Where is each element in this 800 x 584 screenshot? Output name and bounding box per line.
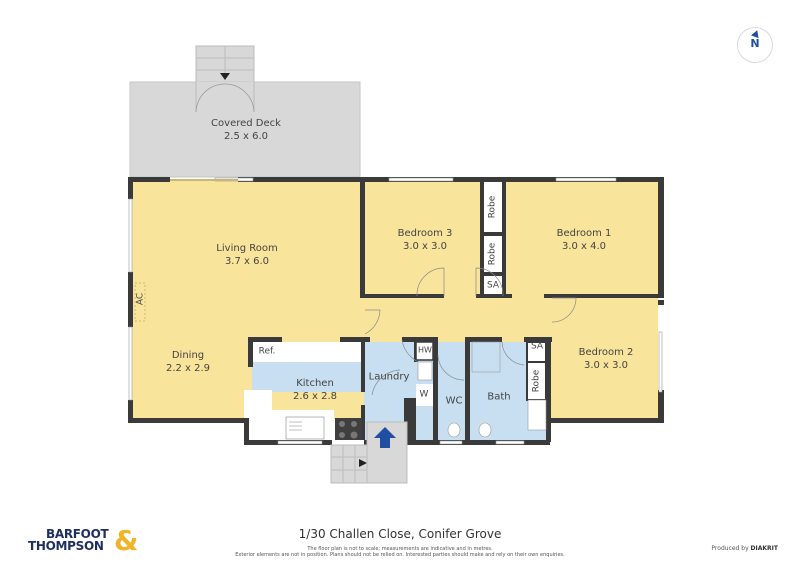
room-name: Bedroom 1: [556, 228, 612, 239]
entrance-arrow-icon: [374, 427, 396, 448]
fixture-robe-bedroom-3: Robe: [487, 242, 498, 266]
property-address: 1/30 Challen Close, Conifer Grove: [298, 527, 502, 541]
room-wc: WC: [445, 395, 463, 407]
room-name: Bedroom 3: [397, 228, 453, 239]
room-bedroom-1: Bedroom 1 3.0 x 4.0: [557, 227, 612, 253]
room-laundry: Laundry: [368, 371, 410, 383]
fixture-hw: HW: [418, 345, 432, 355]
room-size: 3.0 x 4.0: [561, 241, 607, 252]
produced-by-prefix: Produced by: [711, 545, 749, 552]
room-bedroom-3: Bedroom 3 3.0 x 3.0: [398, 227, 453, 253]
room-size: 2.6 x 2.8: [292, 391, 338, 402]
room-size: 2.2 x 2.9: [165, 363, 211, 374]
fixture-sa-2: SA: [530, 341, 544, 352]
logo-line-2: THOMPSON: [28, 539, 104, 553]
closets: [282, 182, 547, 406]
room-dining: Dining 2.2 x 2.9: [166, 349, 210, 375]
door-swings: [364, 267, 577, 396]
room-size: 2.5 x 6.0: [223, 131, 269, 142]
floor-plan: Covered Deck 2.5 x 6.0 Living Room 3.7 x…: [128, 45, 666, 484]
fixture-robe-bedroom-2: Robe: [531, 369, 542, 393]
logo-ampersand: &: [114, 524, 139, 557]
fixture-ref: Ref.: [258, 346, 276, 357]
room-name: Dining: [171, 350, 205, 361]
room-bedroom-2: Bedroom 2 3.0 x 3.0: [579, 346, 634, 372]
disclaimer-line-2: Exterior elements are not in position. P…: [235, 552, 565, 558]
room-size: 3.0 x 3.0: [402, 241, 448, 252]
agency-logo: BARFOOT THOMPSON &: [28, 524, 139, 558]
fixture-robe-bedroom-1: Robe: [487, 195, 498, 219]
compass-label: N: [750, 37, 760, 50]
room-kitchen: Kitchen 2.6 x 2.8: [293, 377, 337, 403]
room-name: Bedroom 2: [578, 347, 634, 358]
room-name: Living Room: [216, 243, 278, 254]
room-size: 3.0 x 3.0: [583, 360, 629, 371]
fixture-ac: AC: [135, 292, 146, 306]
produced-by-brand: DIAKRIT: [750, 545, 778, 552]
room-covered-deck: Covered Deck 2.5 x 6.0: [211, 117, 281, 143]
room-name: Covered Deck: [211, 118, 281, 129]
kitchen-appliances: [285, 341, 547, 440]
floor-plan-drawing: [128, 45, 666, 484]
north-compass: N: [737, 27, 773, 63]
fixture-w: W: [419, 389, 429, 400]
logo-line-1: BARFOOT: [46, 527, 109, 541]
entry-steps: [330, 421, 408, 484]
produced-by: Produced by DIAKRIT: [711, 545, 778, 552]
room-living: Living Room 3.7 x 6.0: [216, 242, 277, 268]
room-bath: Bath: [487, 391, 511, 403]
fixture-sa-1: SA: [486, 280, 500, 291]
room-name: Kitchen: [296, 378, 334, 389]
ac-unit: [134, 282, 146, 322]
room-size: 3.7 x 6.0: [224, 256, 270, 267]
disclaimer-line-1: The floor plan is not to scale; measurem…: [307, 546, 493, 552]
